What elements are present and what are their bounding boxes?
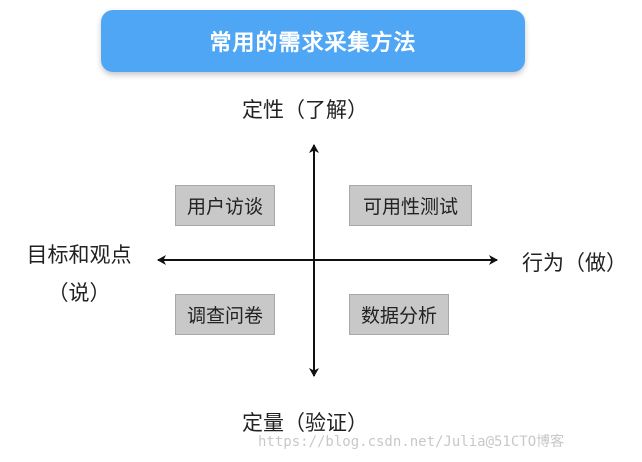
quadrant-user-interview: 用户访谈 (175, 185, 275, 226)
quadrant-survey: 调查问卷 (175, 294, 275, 335)
title-banner: 常用的需求采集方法 (101, 10, 525, 72)
axis-label-top: 定性（了解） (242, 98, 368, 122)
quadrant-usability-test: 可用性测试 (349, 185, 472, 226)
axis-label-left: 目标和观点 （说） (14, 236, 144, 312)
diagram-title: 常用的需求采集方法 (209, 31, 417, 56)
quadrant-data-analysis: 数据分析 (349, 294, 449, 335)
axis-label-left-line2: （说） (47, 281, 111, 305)
axis-label-right: 行为（做） (522, 251, 627, 275)
axis-label-left-line1: 目标和观点 (26, 243, 132, 267)
axis-label-bottom: 定量（验证） (242, 411, 368, 435)
watermark: https://blog.csdn.net/Julia@51CTO博客 (258, 434, 565, 450)
